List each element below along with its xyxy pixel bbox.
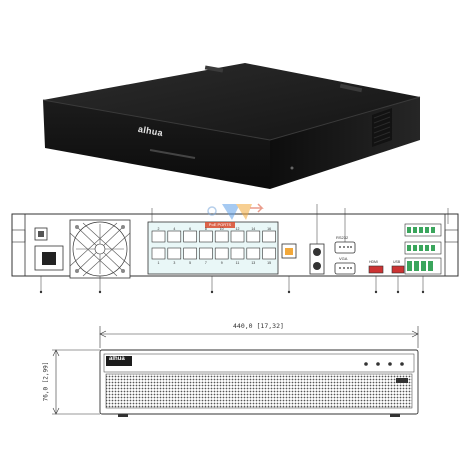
port-number: 16 [267, 227, 271, 231]
poe-port [183, 247, 197, 260]
width-inch: [17,32] [256, 322, 284, 330]
poe-port [214, 230, 229, 243]
poe-port [151, 247, 166, 260]
watermark-logo [207, 203, 264, 220]
poe-port [183, 230, 197, 243]
poe-port [167, 247, 182, 260]
height-inch: [2,99] [42, 361, 50, 384]
port-number: 6 [189, 227, 191, 231]
poe-port [246, 247, 261, 260]
product-photo: alhua [0, 0, 474, 195]
port-number: 5 [189, 261, 191, 265]
poe-port [167, 230, 182, 243]
width-mm: 440,0 [233, 322, 253, 330]
vga-label: VGA [339, 256, 348, 261]
poe-label: PoE PORTS [208, 222, 232, 227]
width-dimension-label: 440,0 [17,32] [233, 322, 284, 330]
port-number: 7 [205, 261, 207, 265]
front-dimension-drawing: 440,0 [17,32] 76,0 [2,99] alhua [0, 318, 474, 474]
poe-port [199, 230, 213, 243]
poe-port [262, 247, 276, 260]
usb-port [391, 265, 405, 274]
brand-logo-front: alhua [109, 356, 125, 362]
port-number: 12 [236, 227, 240, 231]
hdmi-label: HDMI [369, 260, 378, 264]
port-number: 11 [236, 261, 240, 265]
hdmi-port [368, 265, 384, 274]
height-mm: 76,0 [42, 386, 50, 402]
poe-port [151, 230, 166, 243]
port-number: 13 [251, 261, 255, 265]
poe-port [262, 230, 276, 243]
port-number: 10 [220, 227, 224, 231]
poe-port [246, 230, 261, 243]
height-dimension-label: 76,0 [2,99] [42, 362, 49, 402]
rs232-port [334, 241, 356, 254]
port-number: 4 [173, 227, 175, 231]
rs232-label: RS232 [336, 235, 349, 240]
top-surface [43, 63, 420, 140]
port-number: 2 [158, 227, 160, 231]
poe-port [230, 247, 245, 260]
port-number: 3 [173, 261, 175, 265]
vga-port [334, 262, 356, 275]
port-number: 14 [251, 227, 255, 231]
usb-label: USB [393, 260, 401, 264]
port-number: 15 [267, 261, 271, 265]
poe-port [199, 247, 213, 260]
nvr-device-illustration [42, 63, 421, 189]
port-number: 1 [158, 261, 160, 265]
front-mesh [105, 373, 413, 409]
front-view-svg [52, 326, 419, 417]
front-face [43, 100, 270, 189]
port-number: 9 [221, 261, 223, 265]
poe-port [230, 230, 245, 243]
poe-port [214, 247, 229, 260]
poe-ports-top-row: 2 4 6 8 10 12 14 16 [151, 227, 276, 243]
port-number: 8 [205, 227, 207, 231]
